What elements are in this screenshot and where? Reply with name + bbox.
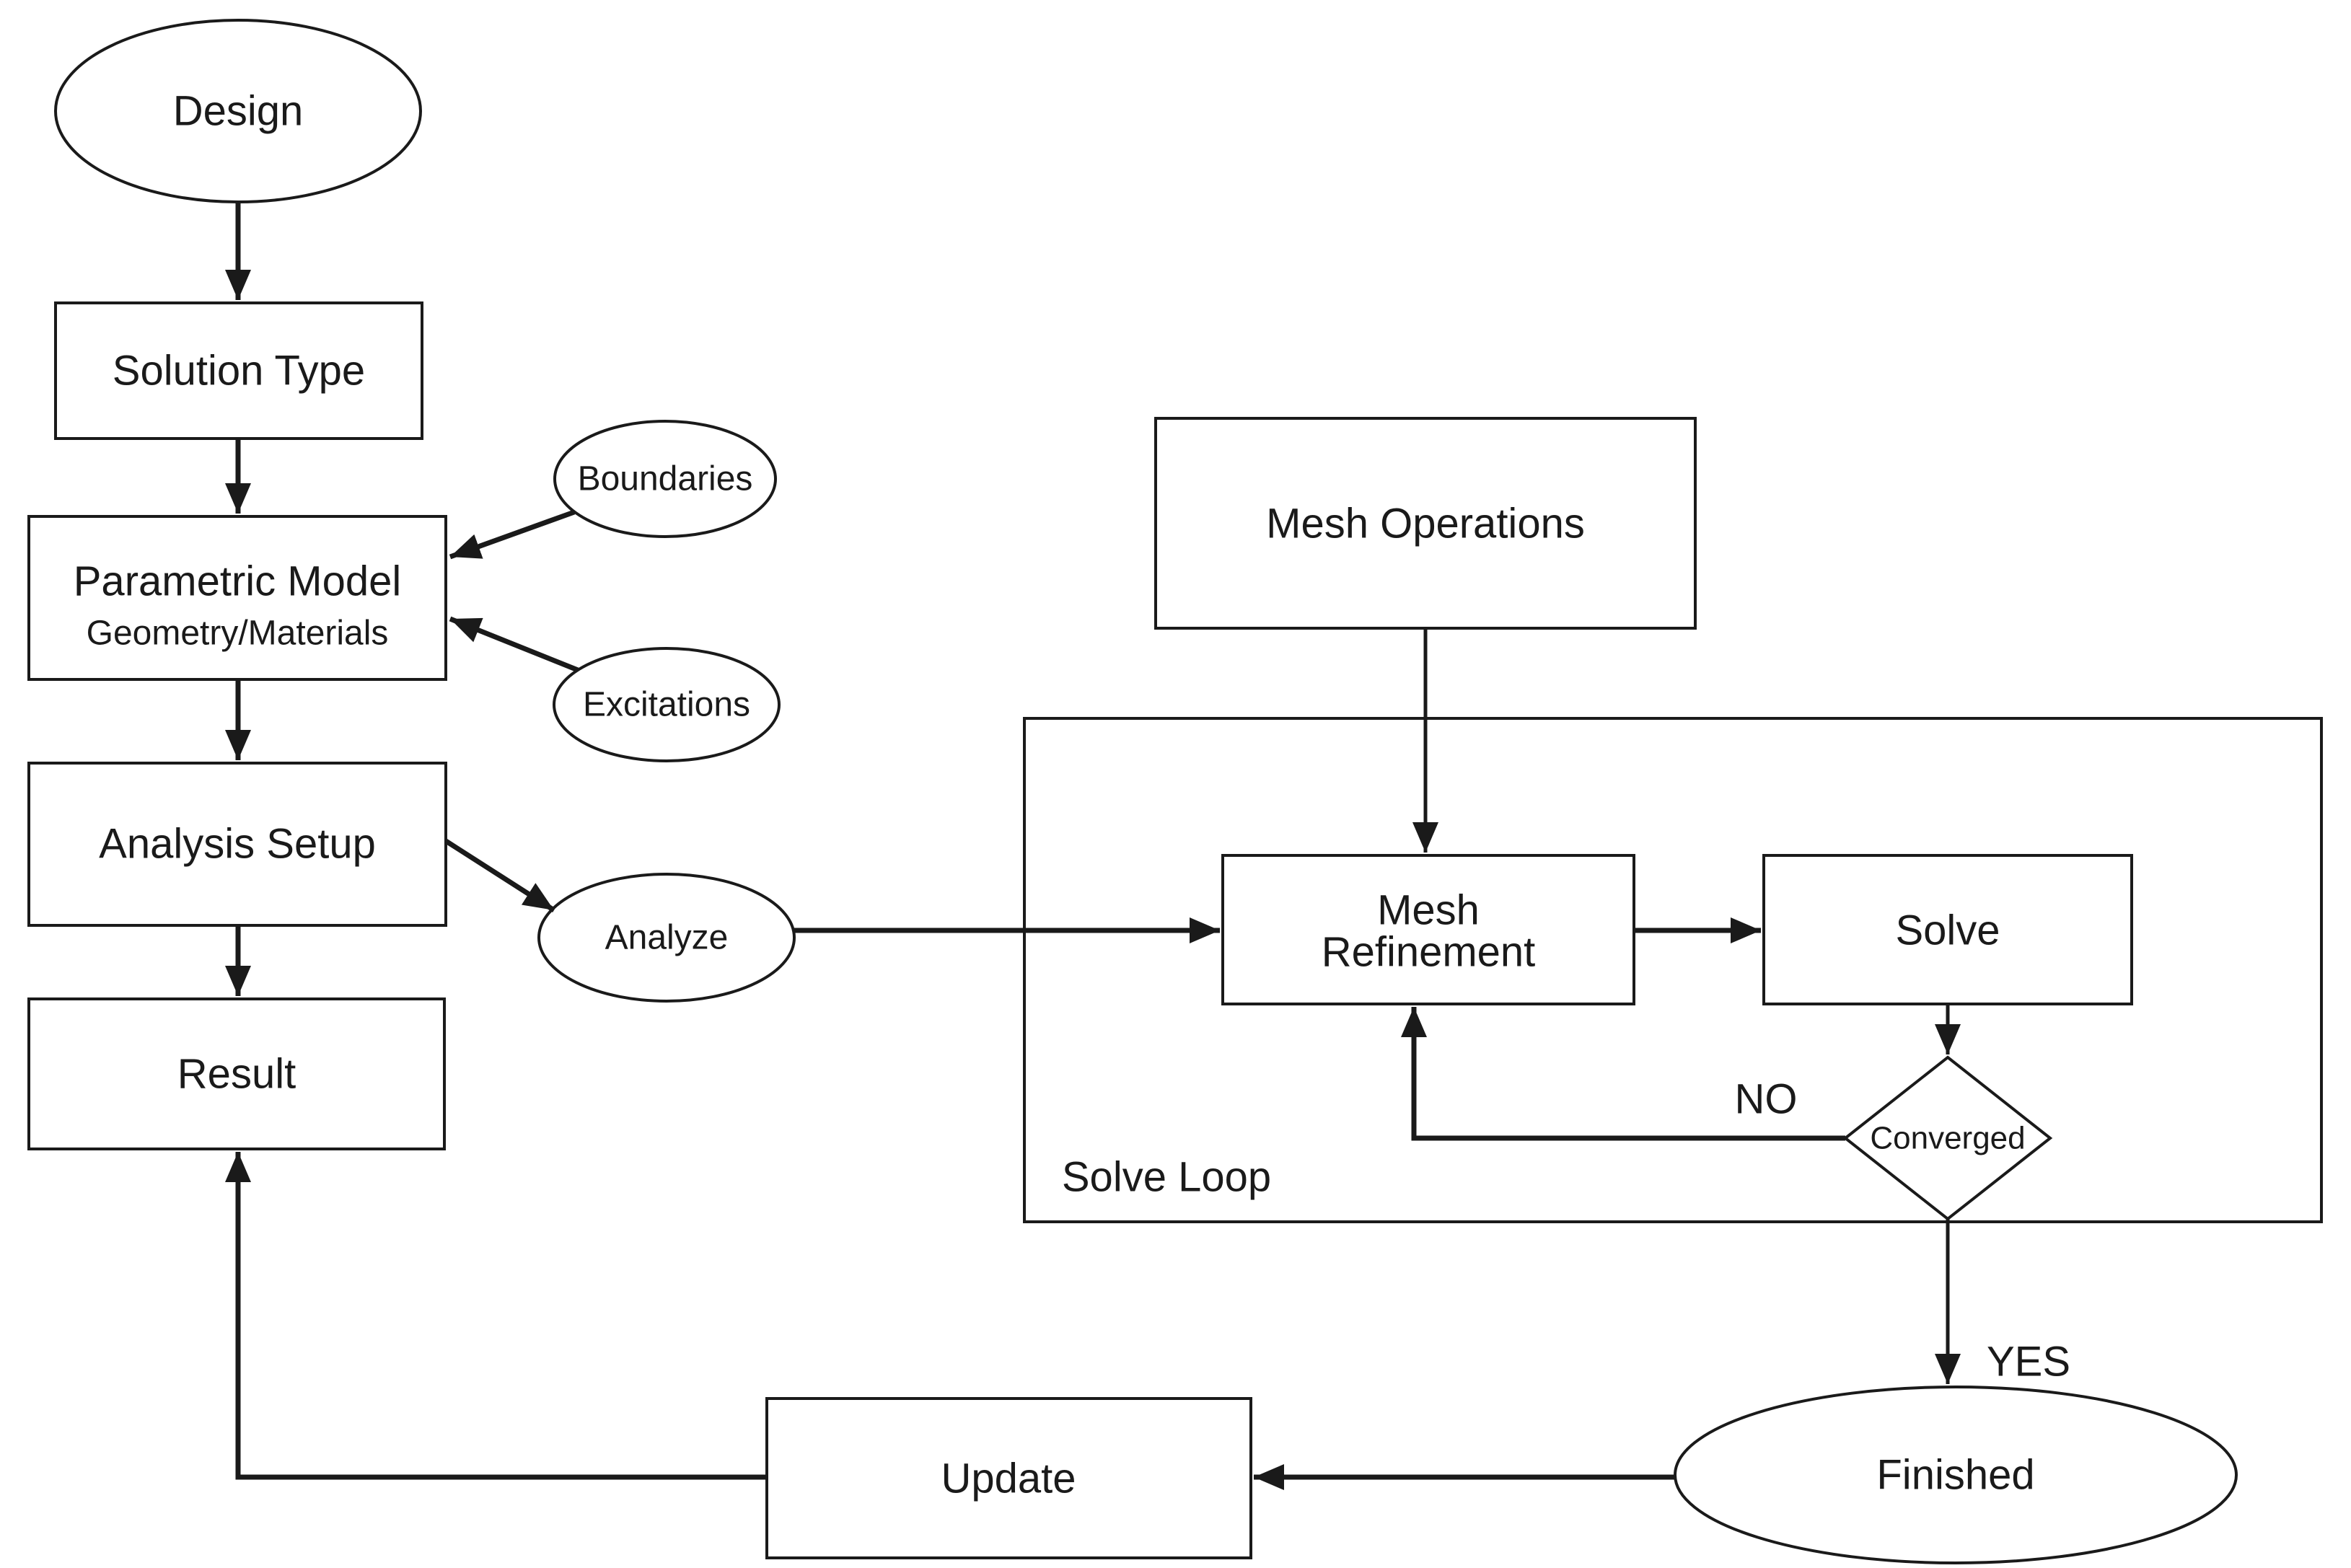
arrow-update-to-result <box>225 1152 767 1480</box>
arrow-analysis-setup-to-analyze <box>444 839 555 912</box>
result-node <box>27 997 446 1150</box>
parametric-model-label: Parametric Model <box>74 558 401 605</box>
design-label: Design <box>173 88 304 135</box>
update-node <box>765 1397 1252 1559</box>
solve-label: Solve <box>1895 907 2000 954</box>
mesh-operations-node <box>1154 417 1697 630</box>
mesh-refinement-label-line1: Mesh <box>1377 887 1480 934</box>
analyze-node <box>537 873 796 1003</box>
solve-node <box>1762 854 2133 1005</box>
arrow-boundaries-to-parametric-model <box>449 509 576 560</box>
analysis-setup-node <box>27 762 447 927</box>
no-branch-label: NO <box>1735 1076 1798 1123</box>
parametric-model-node <box>27 515 447 681</box>
analyze-label: Analyze <box>605 919 729 957</box>
converged-label: Converged <box>1870 1121 2025 1156</box>
mesh-refinement-node <box>1221 854 1635 1005</box>
solve-loop-container <box>1023 717 2323 1223</box>
boundaries-node <box>553 420 777 538</box>
yes-branch-label: YES <box>1987 1339 2070 1386</box>
solution-type-node <box>54 301 423 440</box>
solution-type-label: Solution Type <box>113 348 365 395</box>
update-label: Update <box>941 1455 1076 1502</box>
result-label: Result <box>177 1051 296 1098</box>
boundaries-label: Boundaries <box>578 460 753 498</box>
mesh-refinement-label-line2: Refinement <box>1322 929 1536 976</box>
mesh-operations-label: Mesh Operations <box>1266 501 1585 547</box>
arrow-excitations-to-parametric-model <box>449 616 579 673</box>
arrow-converged-no-to-mesh-refinement <box>1401 1007 1845 1141</box>
excitations-label: Excitations <box>583 686 750 724</box>
parametric-model-sublabel: Geometry/Materials <box>87 615 389 653</box>
analysis-setup-label: Analysis Setup <box>99 821 376 868</box>
excitations-node <box>553 647 781 762</box>
finished-label: Finished <box>1876 1452 2034 1499</box>
design-node <box>54 19 422 203</box>
solve-loop-label: Solve Loop <box>1062 1154 1271 1201</box>
